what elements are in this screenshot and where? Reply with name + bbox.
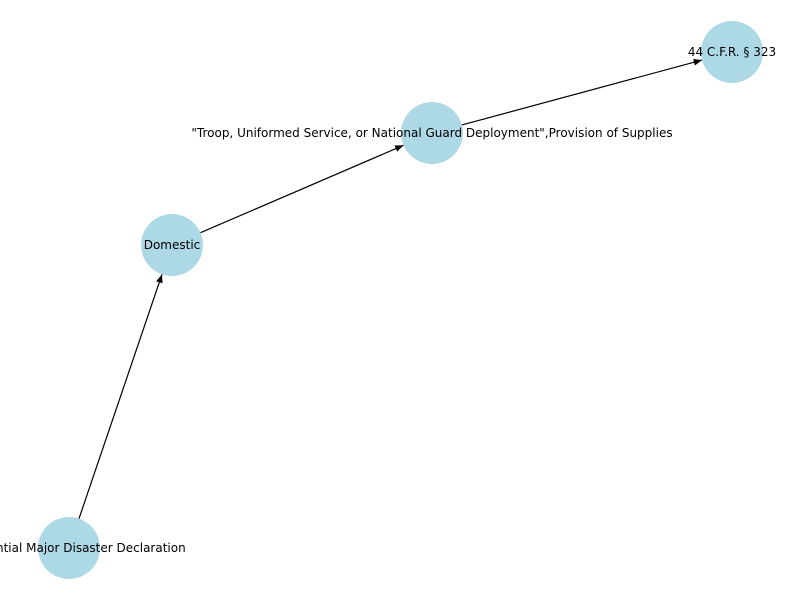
nodes-layer <box>38 21 763 579</box>
edges-layer <box>78 59 703 519</box>
node-label-cfr: 44 C.F.R. § 323 <box>688 45 776 59</box>
node-label-deployment: "Troop, Uniformed Service, or National G… <box>191 126 672 140</box>
edge-deployment-to-cfr <box>461 59 703 126</box>
node-deployment <box>401 102 463 164</box>
node-label-declaration: Presidential Major Disaster Declaration <box>0 541 186 555</box>
node-declaration <box>38 517 100 579</box>
edge-domestic-to-deployment <box>200 144 404 234</box>
node-cfr <box>701 21 763 83</box>
labels-layer: Presidential Major Disaster Declaration D… <box>0 45 776 555</box>
edge-declaration-to-domestic <box>78 274 163 519</box>
node-label-domestic: Domestic <box>144 238 201 252</box>
node-domestic <box>141 214 203 276</box>
